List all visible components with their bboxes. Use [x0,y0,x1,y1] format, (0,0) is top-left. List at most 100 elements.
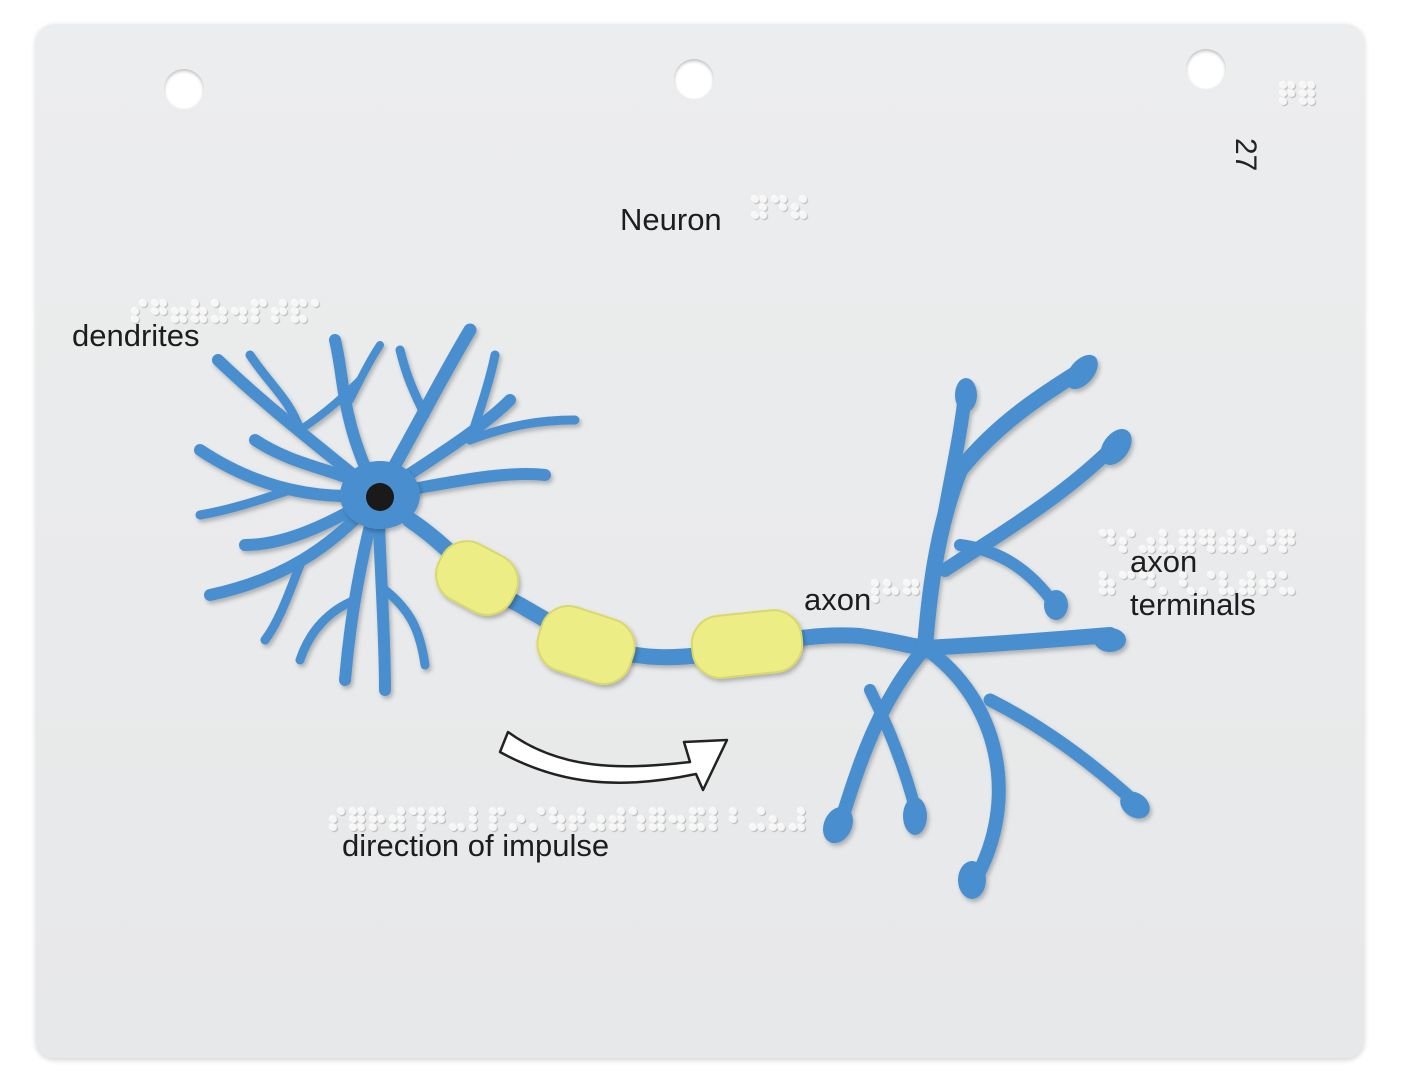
braille-dot [1280,546,1287,553]
braille-dot [730,816,737,823]
braille-dot [180,316,187,323]
braille-dot [1268,538,1275,545]
braille-dot [884,580,891,587]
braille-dot [638,824,645,831]
braille-dot [678,816,685,823]
braille-dot [1240,546,1247,553]
braille-dot [1260,580,1267,587]
braille-dot [618,824,625,831]
braille-dot [1268,572,1275,579]
braille-dot [1280,530,1287,537]
braille-dot [1160,530,1167,537]
braille-dot [1220,588,1227,595]
braille-dot [390,824,397,831]
braille-dot [690,824,697,831]
braille-dot [758,824,765,831]
myelin-sheaths [435,540,804,685]
braille-dot [618,816,625,823]
braille-dot [530,824,537,831]
braille-dot [1108,538,1115,545]
braille-dot [1220,572,1227,579]
braille-dot [730,808,737,815]
braille-dot [558,824,565,831]
braille-dot [750,824,757,831]
braille-dot [252,316,259,323]
braille-dot [1260,546,1267,553]
braille-dot [792,204,799,211]
braille-dot [598,816,605,823]
braille-dot [470,808,477,815]
braille-dot [172,316,179,323]
braille-dot [200,316,207,323]
braille-dot [430,816,437,823]
axon-label: axon [804,582,872,617]
braille-dot [438,808,445,815]
braille-dot [610,824,617,831]
braille-dot [1220,580,1227,587]
braille-dot [418,816,425,823]
braille-dot [1248,580,1255,587]
braille-dot [780,204,787,211]
braille-dot [790,824,797,831]
braille-dot [610,816,617,823]
myelin-sheath-2 [536,605,636,685]
diagram-title: Neuron [620,202,722,237]
braille-dot [1240,580,1247,587]
braille-dot [1300,82,1307,89]
braille-dot [220,308,227,315]
braille-dot [698,808,705,815]
braille-dot [884,588,891,595]
braille-dot [1268,530,1275,537]
braille-dot [892,588,899,595]
braille-dot [1108,588,1115,595]
braille-dot [490,816,497,823]
braille-dot [598,824,605,831]
braille-dot [272,308,279,315]
braille-dot [770,824,777,831]
braille-dot [1288,82,1295,89]
braille-dot [252,300,259,307]
braille-dot [772,196,779,203]
braille-dot [240,316,247,323]
braille-dot [678,824,685,831]
braille-dot [160,308,167,315]
braille-dot [1120,572,1127,579]
braille-dot [280,300,287,307]
braille-dot [172,308,179,315]
braille-dot [378,816,385,823]
braille-dot [358,816,365,823]
braille-dot [1148,580,1155,587]
braille-dot [698,824,705,831]
braille-dot [590,824,597,831]
braille-dot [280,308,287,315]
braille-dot [800,196,807,203]
braille-dot [1128,530,1135,537]
braille-dot [650,808,657,815]
braille-dot [1220,538,1227,545]
dendrites-label: dendrites [72,318,200,353]
braille-dot [398,808,405,815]
braille-dot [1160,538,1167,545]
braille-dot [200,308,207,315]
braille-dot [1240,530,1247,537]
braille-dot [550,808,557,815]
braille-dot [1108,580,1115,587]
braille-dot [192,316,199,323]
braille-dot [212,316,219,323]
braille-dot [350,808,357,815]
braille-dot [1148,572,1155,579]
braille-dot [1288,530,1295,537]
braille-dot [398,824,405,831]
braille-dot [1260,588,1267,595]
braille-dot [330,816,337,823]
braille-dot [1280,98,1287,105]
braille-dot [1228,530,1235,537]
braille-dot [1280,572,1287,579]
braille-dot [1208,538,1215,545]
braille-dot [132,308,139,315]
braille-dot [1188,530,1195,537]
braille-dot [192,300,199,307]
braille-dot [760,196,767,203]
braille-dot [220,316,227,323]
